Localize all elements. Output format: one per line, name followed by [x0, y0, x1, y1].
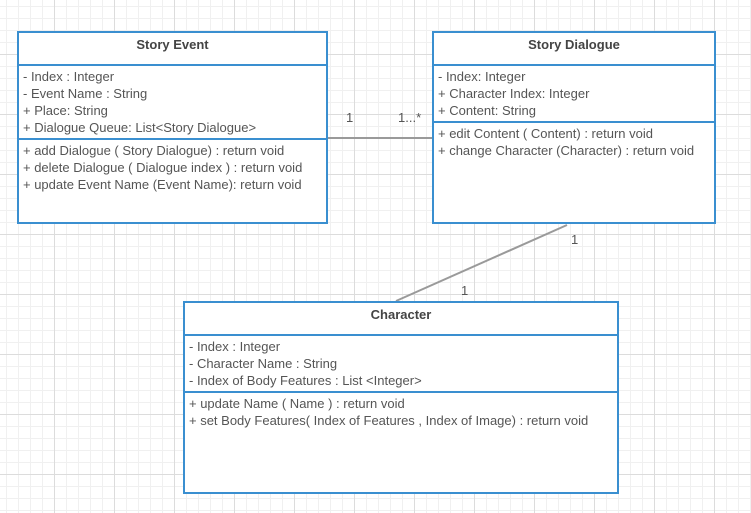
methods-section: + update Name ( Name ) : return void + s… — [185, 393, 617, 431]
class-name: Character — [185, 303, 617, 336]
attribute: + Dialogue Queue: List<Story Dialogue> — [23, 120, 257, 135]
attributes-section: - Index : Integer - Event Name : String … — [19, 66, 326, 140]
attribute: - Index of Body Features : List <Integer… — [189, 373, 422, 388]
attribute: + Character Index: Integer — [438, 86, 590, 101]
method: + update Name ( Name ) : return void — [189, 396, 405, 411]
methods-section: + edit Content ( Content) : return void … — [434, 123, 714, 161]
method: + set Body Features( Index of Features ,… — [189, 413, 589, 428]
association-dialogue-character[interactable] — [395, 224, 568, 302]
attribute: - Index: Integer — [438, 69, 526, 84]
method: + delete Dialogue ( Dialogue index ) : r… — [23, 160, 303, 175]
multiplicity-dialogue-side: 1...* — [398, 110, 422, 125]
attribute: - Event Name : String — [23, 86, 148, 101]
attribute: - Index : Integer — [189, 339, 281, 354]
method: + change Character (Character) : return … — [438, 143, 695, 158]
multiplicity-event-side: 1 — [346, 110, 354, 125]
class-story-dialogue[interactable]: Story Dialogue - Index: Integer + Charac… — [432, 31, 716, 224]
method: + add Dialogue ( Story Dialogue) : retur… — [23, 143, 285, 158]
multiplicity-dialogue-to-character: 1 — [571, 232, 579, 247]
class-name: Story Event — [19, 33, 326, 66]
attribute: + Content: String — [438, 103, 536, 118]
attribute: - Index : Integer — [23, 69, 115, 84]
multiplicity-character-side: 1 — [461, 283, 469, 298]
methods-section: + add Dialogue ( Story Dialogue) : retur… — [19, 140, 326, 195]
class-story-event[interactable]: Story Event - Index : Integer - Event Na… — [17, 31, 328, 224]
class-character[interactable]: Character - Index : Integer - Character … — [183, 301, 619, 494]
attribute: + Place: String — [23, 103, 108, 118]
attributes-section: - Index : Integer - Character Name : Str… — [185, 336, 617, 393]
method: + edit Content ( Content) : return void — [438, 126, 653, 141]
method: + update Event Name (Event Name): return… — [23, 177, 302, 192]
attribute: - Character Name : String — [189, 356, 338, 371]
attributes-section: - Index: Integer + Character Index: Inte… — [434, 66, 714, 123]
class-name: Story Dialogue — [434, 33, 714, 66]
